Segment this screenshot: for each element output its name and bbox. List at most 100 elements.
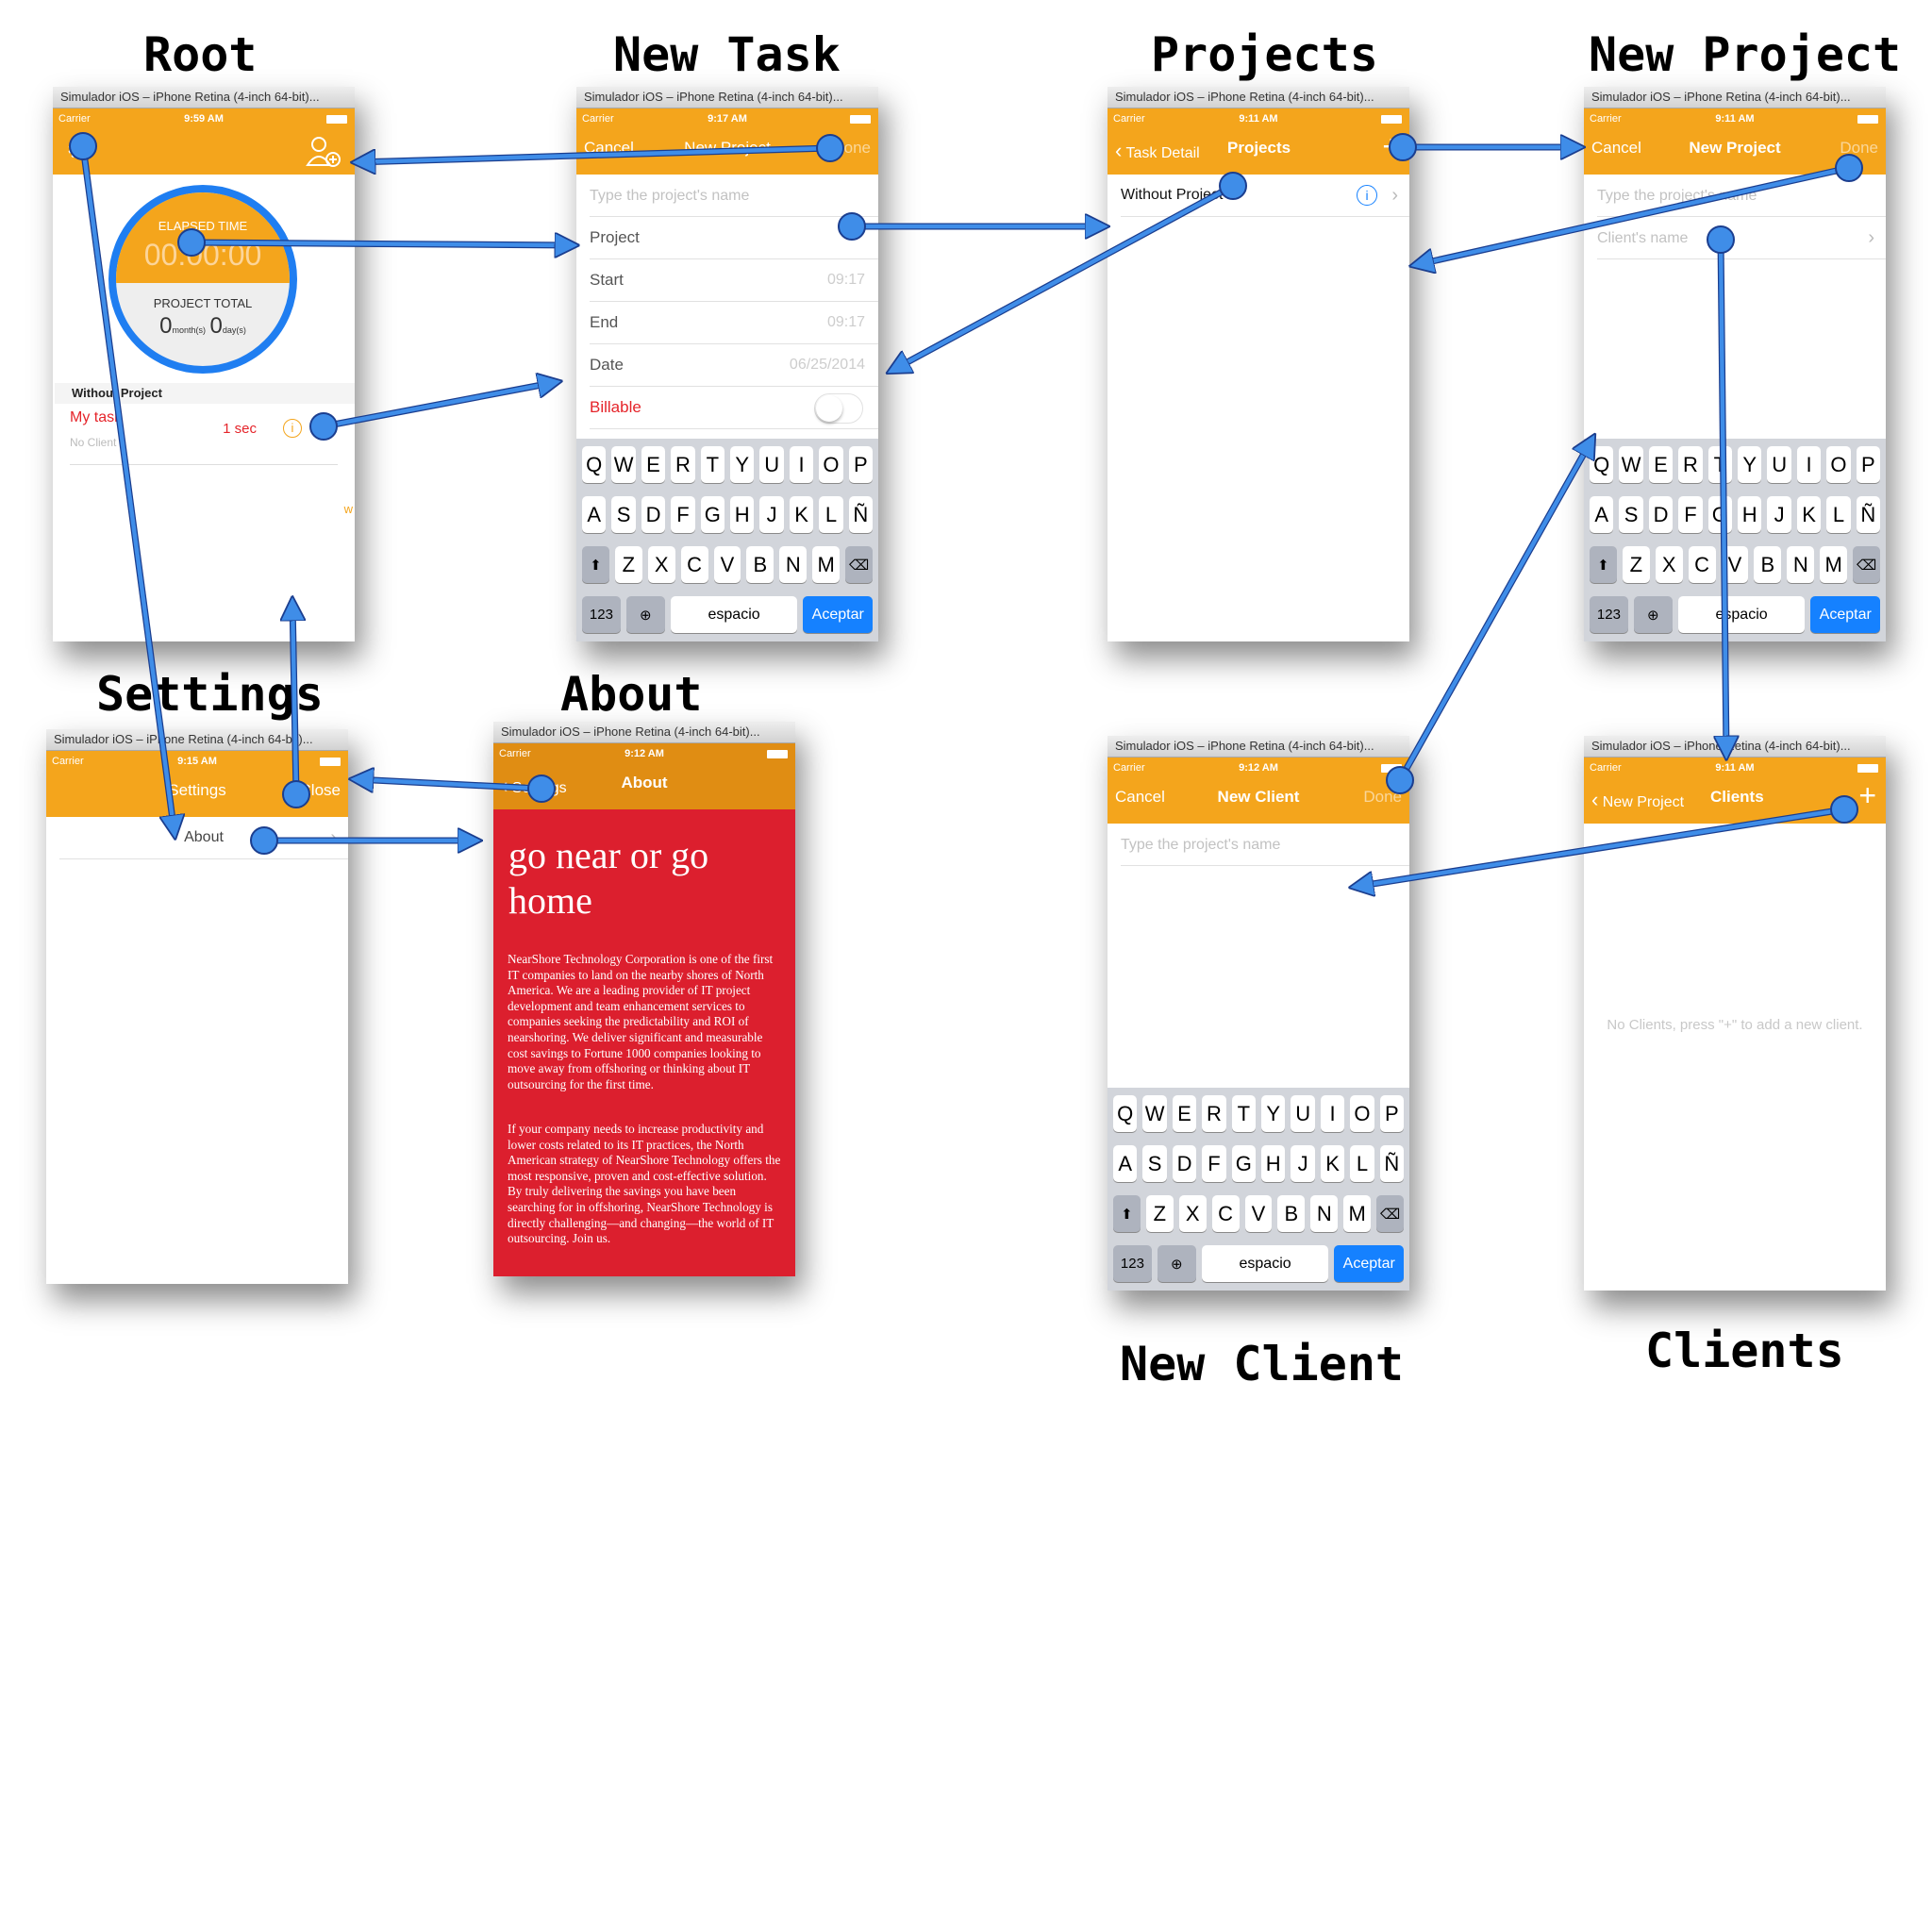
key-k[interactable]: K [1796, 496, 1822, 533]
form-row[interactable]: Project [590, 217, 878, 259]
key-v[interactable]: V [1244, 1195, 1273, 1232]
key-s[interactable]: S [1142, 1145, 1167, 1182]
key-e[interactable]: E [1172, 1095, 1197, 1132]
billable-toggle[interactable] [814, 393, 863, 424]
key-r[interactable]: R [1202, 1095, 1226, 1132]
client-name-field[interactable]: Type the project's name [1121, 824, 1409, 866]
info-icon[interactable]: i [283, 419, 302, 438]
key-h[interactable]: H [730, 496, 755, 533]
key-o[interactable]: O [1826, 446, 1851, 483]
key-h[interactable]: H [1261, 1145, 1286, 1182]
key-x[interactable]: X [647, 546, 675, 583]
key-i[interactable]: I [1320, 1095, 1345, 1132]
key-b[interactable]: B [1277, 1195, 1306, 1232]
key-i[interactable]: I [1796, 446, 1822, 483]
key-m[interactable]: M [1820, 546, 1848, 583]
numbers-key[interactable]: 123 [1113, 1245, 1152, 1282]
key-t[interactable]: T [700, 446, 725, 483]
space-key[interactable]: espacio [1201, 1245, 1329, 1282]
key-p[interactable]: P [1379, 1095, 1405, 1132]
key-u[interactable]: U [759, 446, 784, 483]
globe-icon[interactable]: ⊕ [1157, 1245, 1196, 1282]
key-r[interactable]: R [671, 446, 695, 483]
key-ñ[interactable]: Ñ [1379, 1145, 1405, 1182]
key-o[interactable]: O [819, 446, 843, 483]
key-j[interactable]: J [1291, 1145, 1315, 1182]
key-y[interactable]: Y [730, 446, 755, 483]
globe-icon[interactable]: ⊕ [625, 596, 665, 633]
key-z[interactable]: Z [1622, 546, 1650, 583]
key-z[interactable]: Z [1145, 1195, 1174, 1232]
cancel-button[interactable]: Cancel [1115, 788, 1165, 806]
key-a[interactable]: A [582, 496, 607, 533]
key-q[interactable]: Q [1113, 1095, 1138, 1132]
backspace-key[interactable]: ⌫ [1376, 1195, 1405, 1232]
key-x[interactable]: X [1178, 1195, 1207, 1232]
key-w[interactable]: W [611, 446, 636, 483]
key-f[interactable]: F [671, 496, 695, 533]
key-n[interactable]: N [1310, 1195, 1339, 1232]
add-user-icon[interactable] [306, 135, 341, 169]
key-g[interactable]: G [700, 496, 725, 533]
key-y[interactable]: Y [1261, 1095, 1286, 1132]
key-e[interactable]: E [641, 446, 666, 483]
key-ñ[interactable]: Ñ [1856, 496, 1881, 533]
key-l[interactable]: L [1350, 1145, 1374, 1182]
done-button[interactable]: Done [1363, 788, 1402, 806]
key-w[interactable]: W [1619, 446, 1643, 483]
cancel-button[interactable]: Cancel [1591, 139, 1641, 157]
key-s[interactable]: S [611, 496, 636, 533]
key-f[interactable]: F [1202, 1145, 1226, 1182]
numbers-key[interactable]: 123 [582, 596, 621, 633]
key-s[interactable]: S [1619, 496, 1643, 533]
numbers-key[interactable]: 123 [1590, 596, 1628, 633]
key-d[interactable]: D [641, 496, 666, 533]
key-c[interactable]: C [1211, 1195, 1240, 1232]
key-w[interactable]: W [1142, 1095, 1167, 1132]
key-b[interactable]: B [1754, 546, 1782, 583]
key-a[interactable]: A [1590, 496, 1614, 533]
key-n[interactable]: N [779, 546, 808, 583]
backspace-key[interactable]: ⌫ [845, 546, 874, 583]
shift-key[interactable]: ⬆ [582, 546, 609, 583]
key-i[interactable]: I [789, 446, 814, 483]
key-g[interactable]: G [1231, 1145, 1257, 1182]
key-o[interactable]: O [1350, 1095, 1374, 1132]
key-k[interactable]: K [1320, 1145, 1345, 1182]
return-key[interactable]: Aceptar [1334, 1245, 1404, 1282]
key-ñ[interactable]: Ñ [848, 496, 874, 533]
key-m[interactable]: M [812, 546, 841, 583]
list-item[interactable]: Without Project i › [1121, 175, 1409, 217]
info-icon[interactable]: i [1357, 185, 1377, 206]
key-u[interactable]: U [1767, 446, 1791, 483]
key-a[interactable]: A [1113, 1145, 1138, 1182]
project-name-field[interactable]: Type the project's name [590, 175, 878, 217]
return-key[interactable]: Aceptar [803, 596, 873, 633]
client-name-field[interactable]: Client's name› [1597, 217, 1886, 259]
return-key[interactable]: Aceptar [1810, 596, 1880, 633]
key-u[interactable]: U [1291, 1095, 1315, 1132]
key-f[interactable]: F [1678, 496, 1703, 533]
key-n[interactable]: N [1787, 546, 1815, 583]
shift-key[interactable]: ⬆ [1590, 546, 1617, 583]
key-p[interactable]: P [848, 446, 874, 483]
key-l[interactable]: L [1826, 496, 1851, 533]
key-l[interactable]: L [819, 496, 843, 533]
key-m[interactable]: M [1343, 1195, 1372, 1232]
key-h[interactable]: H [1738, 496, 1762, 533]
back-button[interactable]: ‹ New Project [1591, 788, 1684, 812]
key-r[interactable]: R [1678, 446, 1703, 483]
key-b[interactable]: B [746, 546, 774, 583]
key-c[interactable]: C [680, 546, 708, 583]
key-e[interactable]: E [1648, 446, 1674, 483]
backspace-key[interactable]: ⌫ [1853, 546, 1881, 583]
task-row[interactable]: My task No Client 1 sec i › [70, 408, 338, 465]
key-p[interactable]: P [1856, 446, 1881, 483]
plus-icon[interactable]: + [1858, 778, 1876, 812]
space-key[interactable]: espacio [1677, 596, 1806, 633]
key-c[interactable]: C [1688, 546, 1716, 583]
key-t[interactable]: T [1231, 1095, 1257, 1132]
